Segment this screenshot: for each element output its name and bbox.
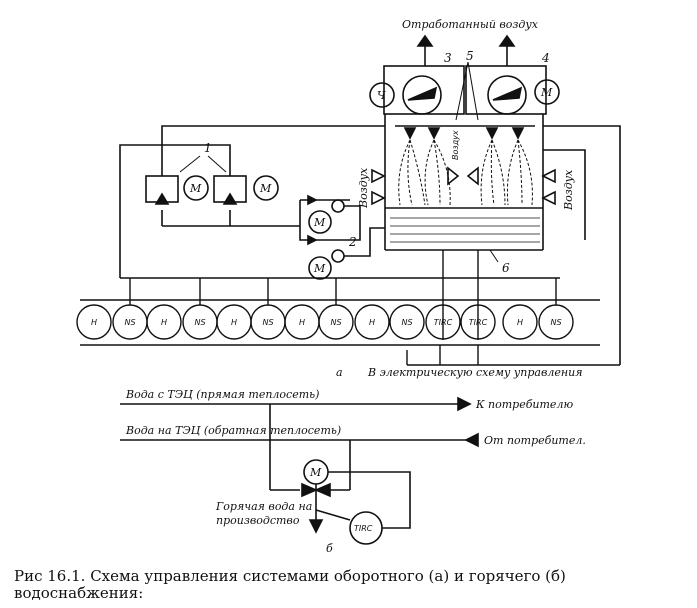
sub-b-label: б — [326, 542, 333, 555]
instrument-circle — [76, 304, 112, 340]
label-2: 2 — [348, 235, 357, 249]
label-6: 6 — [502, 261, 510, 275]
tirc-b-label: TIRC — [354, 524, 373, 533]
motor-1a-label: M — [189, 182, 202, 195]
air-right-label: Воздух — [562, 169, 575, 211]
water-from-label: Вода с ТЭЦ (прямая теплосеть) — [125, 388, 319, 401]
instrument-label: H — [91, 318, 97, 327]
hot-water-line2: производство — [216, 514, 300, 527]
motor-2a-label: M — [313, 216, 326, 229]
motor-2b-label: M — [313, 262, 326, 275]
instrument-label: NS — [194, 318, 205, 327]
exhaust-air-label: Отработанный воздух — [402, 18, 539, 31]
sub-a-label: а — [336, 366, 343, 379]
instrument-circle — [502, 304, 538, 340]
instrument-label: H — [161, 318, 167, 327]
instrument-label: H — [231, 318, 237, 327]
motor-1b-label: M — [259, 182, 272, 195]
label-3: 3 — [444, 51, 452, 65]
instrument-label: H — [299, 318, 305, 327]
instrument-label: H — [517, 318, 523, 327]
pump-group: M M 1 M M 2 — [119, 125, 621, 365]
hot-water-scheme: M TIRC — [120, 396, 479, 545]
cooling-tower: Отработанный воздух 3 4 Ч M — [357, 18, 575, 275]
fan-motor-label: M — [540, 86, 553, 99]
water-to-label: Вода на ТЭЦ (обратная теплосеть) — [125, 424, 341, 437]
instrument-circle — [354, 304, 390, 340]
control-scheme-diagram: Отработанный воздух 3 4 Ч M — [76, 18, 621, 555]
to-electrical-label: В электрическую схему управления — [367, 366, 583, 379]
instrument-label: H — [369, 318, 375, 327]
to-consumer-label: К потребителю — [475, 398, 573, 411]
label-4: 4 — [541, 51, 550, 65]
figure-caption: Рис 16.1. Схема управления системами обо… — [14, 567, 566, 602]
instrument-label: NS — [401, 318, 412, 327]
label-5: 5 — [466, 49, 474, 63]
fan-4 — [487, 75, 527, 115]
fan-3 — [402, 75, 442, 115]
instrument-label: NS — [124, 318, 135, 327]
instrument-label: NS — [550, 318, 561, 327]
ch-label: Ч — [377, 89, 386, 102]
air-top-label: Воздух — [451, 130, 460, 160]
from-consumer-label: От потребител. — [484, 434, 586, 447]
instrument-label: NS — [330, 318, 341, 327]
hot-water-line1: Горячая вода на — [215, 500, 312, 513]
instrument-label: NS — [262, 318, 273, 327]
air-left-label: Воздух — [357, 167, 370, 209]
motor-b-label: M — [309, 466, 322, 479]
label-1: 1 — [204, 141, 212, 155]
instrument-circle — [146, 304, 182, 340]
instrument-circle — [389, 304, 425, 340]
